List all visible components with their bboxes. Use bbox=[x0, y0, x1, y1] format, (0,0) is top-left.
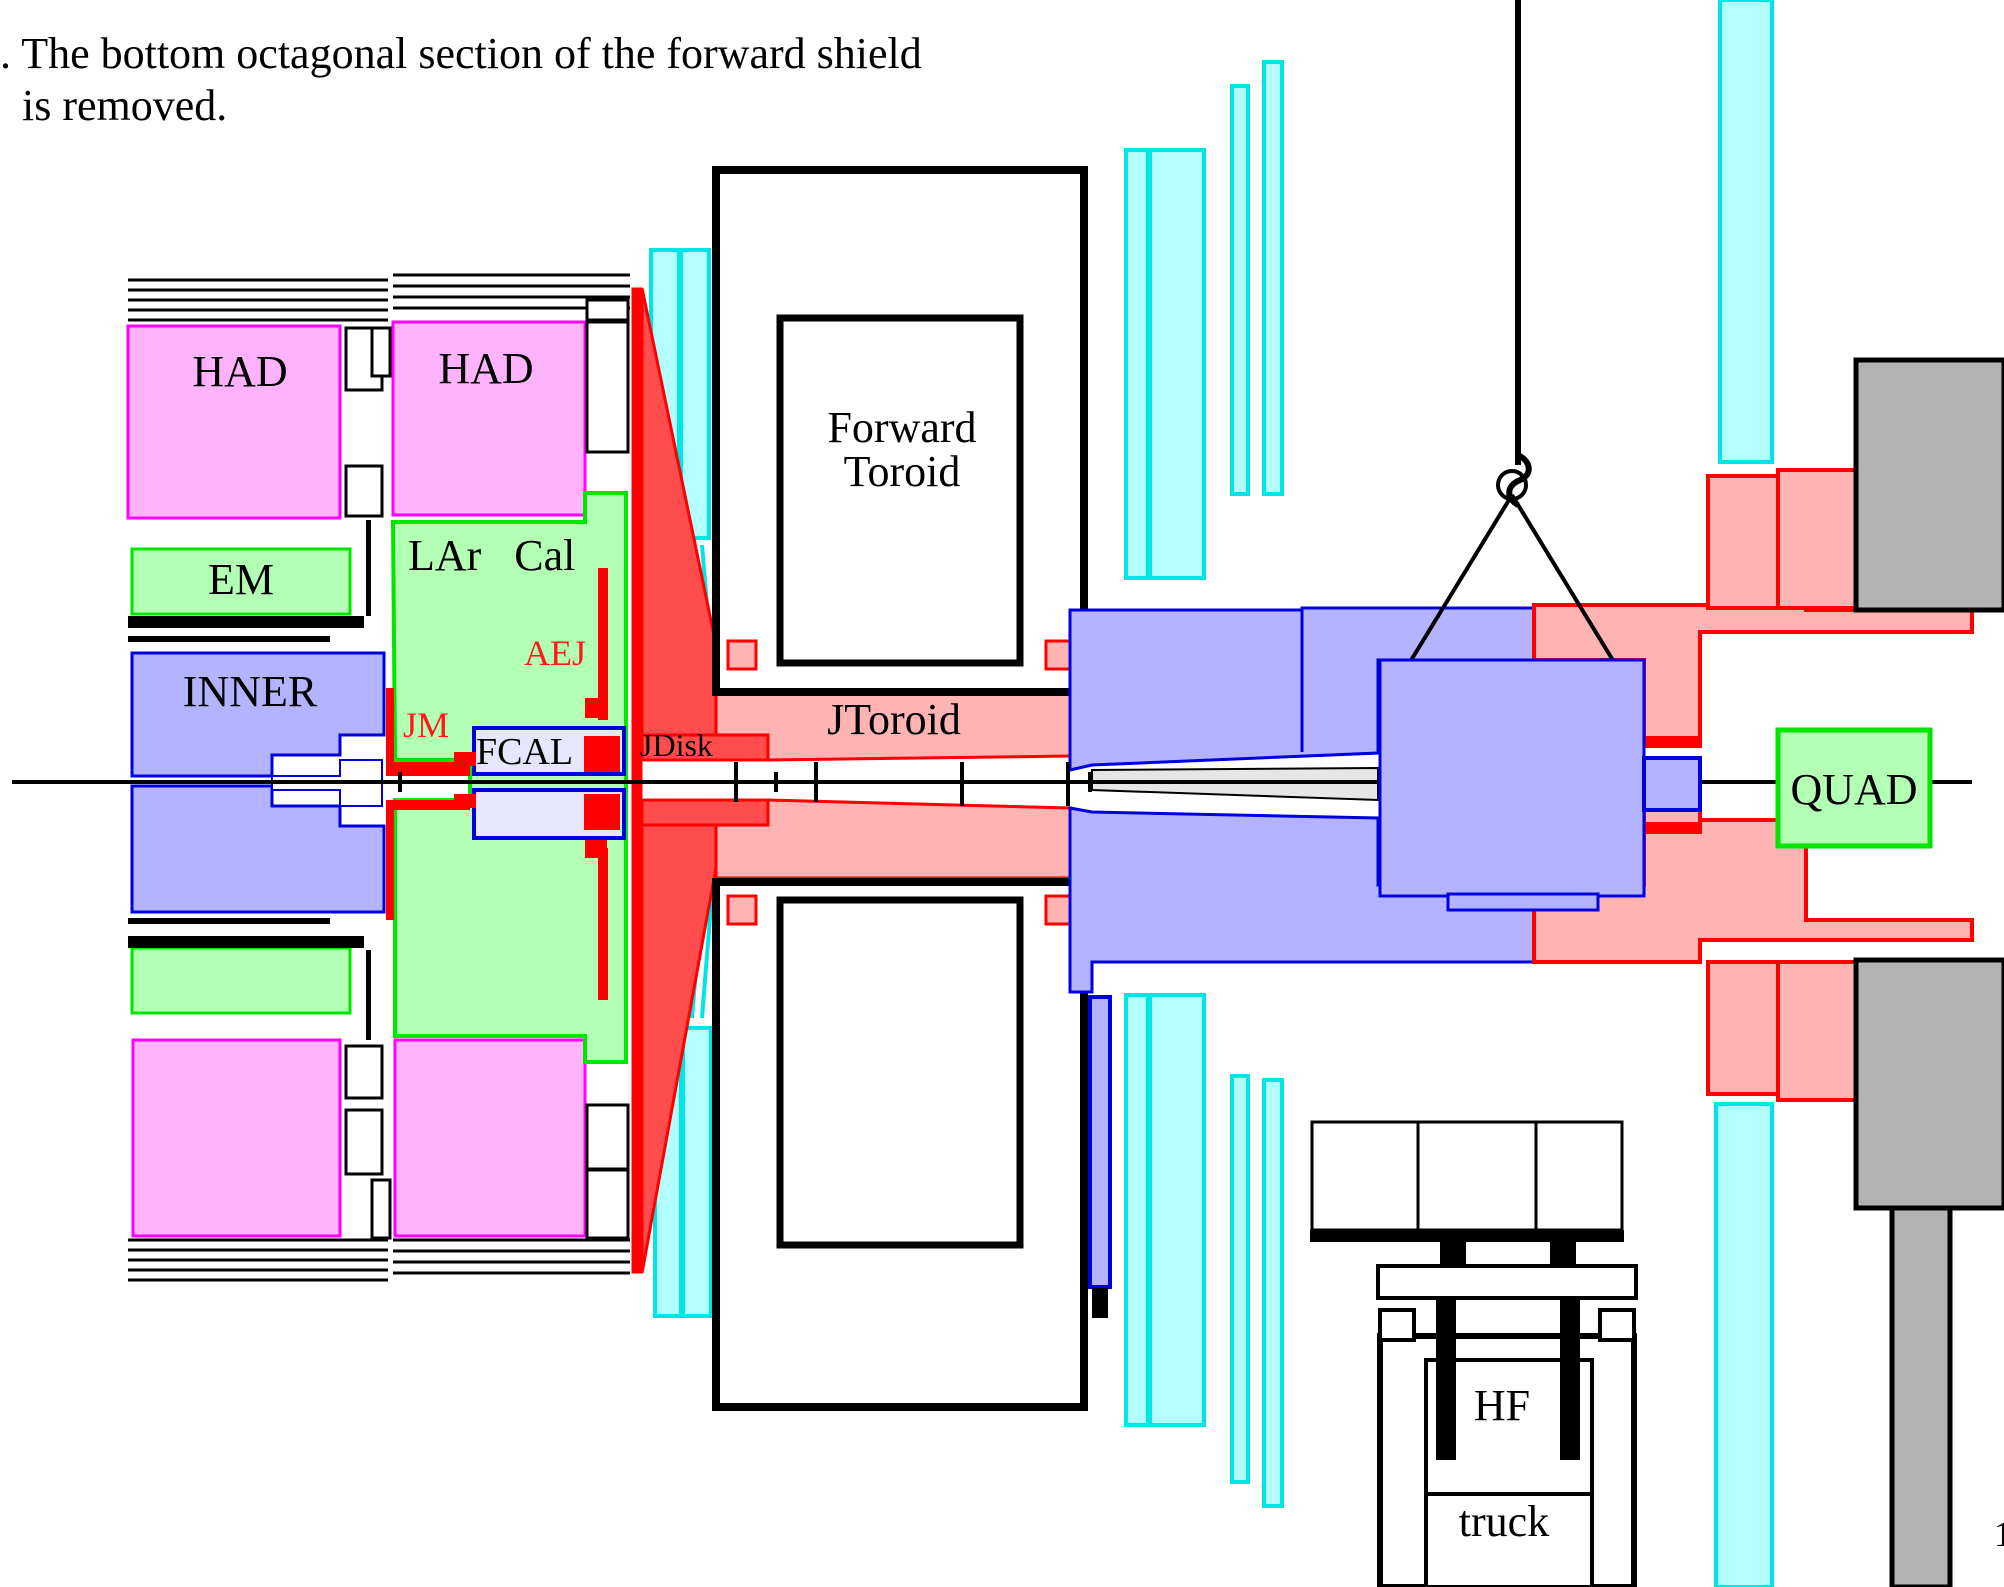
caption-line-2: is removed. bbox=[0, 81, 228, 130]
fcal-red-block-lower bbox=[584, 794, 620, 830]
crane-ring bbox=[1496, 469, 1528, 501]
caption-line-1: . The bottom octagonal section of the fo… bbox=[0, 29, 922, 78]
truck-leg-right bbox=[1598, 1308, 1636, 1342]
lifted-block-foot bbox=[1446, 892, 1600, 912]
truck-deck bbox=[1310, 1230, 1624, 1242]
inner-detector bbox=[130, 651, 386, 914]
label-lar-cal: LAr Cal bbox=[408, 531, 575, 580]
fcal-red-block-upper bbox=[584, 736, 620, 772]
fcal-red-plate-lower bbox=[454, 794, 476, 808]
truck-ram-left bbox=[1436, 1300, 1456, 1460]
had-module-upper-left bbox=[126, 324, 342, 520]
had-side-blocks bbox=[344, 298, 630, 1240]
label-fcal: FCAL bbox=[476, 731, 573, 773]
truck-platform bbox=[1376, 1264, 1638, 1300]
beam-ticks bbox=[398, 762, 1092, 806]
jm-red-beam-upper bbox=[386, 762, 470, 776]
crane-slings bbox=[1408, 493, 1616, 664]
gray-support-lower bbox=[1853, 957, 2004, 1211]
label-forward-toroid-line1: Forward bbox=[827, 403, 976, 452]
had-module-lower-left bbox=[131, 1038, 342, 1238]
label-jdisk: JDisk bbox=[640, 727, 713, 763]
truck-leg-left bbox=[1378, 1308, 1416, 1342]
jm-red-upper bbox=[386, 688, 394, 768]
blue-plate-foot bbox=[1092, 1288, 1108, 1318]
forward-toroid-lower-core bbox=[776, 896, 1024, 1249]
red-collar-bar-lower bbox=[1644, 822, 1702, 834]
jtoroid-cone-upper bbox=[640, 733, 770, 762]
truck-post-right bbox=[1550, 1242, 1576, 1266]
forward-toroid-upper-core bbox=[776, 314, 1024, 667]
hf-truck bbox=[1310, 1120, 1638, 1587]
caption: . The bottom octagonal section of the fo… bbox=[0, 28, 922, 132]
jtoroid-cone-lower bbox=[640, 798, 770, 827]
label-forward-toroid-line2: Toroid bbox=[844, 447, 961, 496]
label-aej: AEJ bbox=[524, 633, 586, 673]
label-had-left: HAD bbox=[192, 347, 287, 396]
em-module-upper bbox=[130, 547, 352, 616]
truck-ram-right bbox=[1560, 1300, 1580, 1460]
calorimeter-rails bbox=[128, 273, 630, 1282]
jm-red-lower bbox=[386, 800, 394, 920]
had-module-lower-right bbox=[393, 1038, 587, 1238]
gray-support-column bbox=[1889, 1205, 1953, 1587]
em-module-lower bbox=[130, 946, 352, 1015]
label-jtoroid: JToroid bbox=[827, 695, 961, 744]
truck-cargo-dividers bbox=[1416, 1122, 1538, 1230]
lifted-shield-block bbox=[1378, 658, 1646, 898]
had-module-upper-right bbox=[391, 320, 587, 517]
truck-lower-box bbox=[1424, 1492, 1594, 1587]
label-had-right: HAD bbox=[438, 344, 533, 393]
page-number: 1 bbox=[1994, 1514, 2004, 1554]
cyan-chambers-middle bbox=[1124, 0, 1774, 1587]
red-collars bbox=[1706, 468, 1858, 1102]
label-em: EM bbox=[208, 555, 274, 604]
blue-beampipe-plug bbox=[1642, 756, 1702, 812]
label-quad: QUAD bbox=[1790, 765, 1917, 814]
red-collar-bar-upper bbox=[1644, 736, 1702, 748]
label-inner: INNER bbox=[183, 667, 318, 716]
label-truck: truck bbox=[1459, 1497, 1549, 1546]
label-hf: HF bbox=[1474, 1381, 1530, 1430]
gray-support-upper bbox=[1853, 357, 2004, 613]
truck-cargo bbox=[1310, 1120, 1624, 1232]
truck-post-left bbox=[1440, 1242, 1466, 1266]
em-support-bars bbox=[128, 520, 371, 1040]
quad-magnet bbox=[1775, 727, 1933, 849]
jm-red-beam-lower bbox=[386, 800, 470, 810]
fcal-red-plate-upper bbox=[454, 752, 476, 766]
blue-plate-vertical bbox=[1088, 995, 1112, 1289]
aej-bars bbox=[585, 568, 608, 1000]
label-jm: JM bbox=[403, 705, 449, 745]
